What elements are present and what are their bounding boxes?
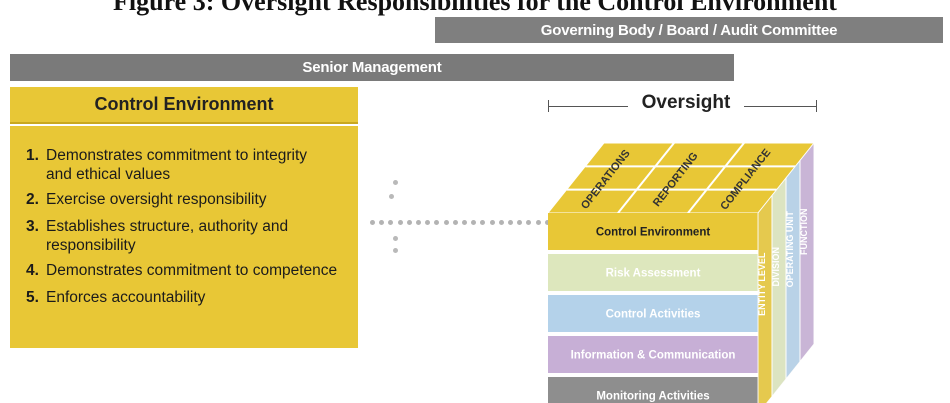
principle-line: Enforces accountability [46, 289, 206, 306]
connector-dot [397, 220, 403, 225]
principle-text: Demonstrates commitment to integrity and … [46, 146, 307, 184]
cube-row-label: Control Environment [596, 227, 711, 239]
cube-row-monitoring-activities [548, 377, 758, 403]
connector-dot [393, 236, 398, 241]
principle-text: Demonstrates commitment to competence [46, 261, 337, 280]
control-environment-header: Control Environment [10, 87, 358, 124]
figure-title: Figure 3: Oversight Responsibilities for… [113, 0, 837, 16]
connector-dot [508, 220, 513, 225]
principle-text: Exercise oversight responsibility [46, 190, 267, 209]
cube-row-label: Risk Assessment [606, 268, 701, 280]
cube-side-label: OPERATING UNIT [785, 211, 795, 288]
connector-dot [535, 220, 541, 225]
cube-side-label: FUNCTION [799, 209, 809, 256]
principle-number: 2. [26, 191, 39, 208]
connector-dots [360, 180, 560, 260]
cube-row-label: Monitoring Activities [596, 391, 709, 403]
oversight-left-line [548, 106, 628, 107]
cube-row-information-communication [548, 336, 758, 373]
connector-dot [489, 220, 495, 225]
cube-row-label: Control Activities [606, 309, 701, 321]
control-environment-principles-box: 1. Demonstrates commitment to integrity an… [10, 126, 358, 348]
governing-body-bar: Governing Body / Board / Audit Committee [435, 17, 943, 43]
principle-line: Demonstrates commitment to competence [46, 262, 338, 279]
cube-side-label: DIVISION [771, 247, 781, 287]
connector-dot [443, 220, 449, 225]
cube-row-risk-assessment [548, 254, 758, 291]
cube-row-label: Information & Communication [571, 350, 736, 362]
connector-dot [370, 220, 375, 225]
cube-top-column-divider [687, 142, 745, 214]
cube-row-control-activities [548, 295, 758, 332]
principle-line: Demonstrates commitment to integrity [46, 147, 308, 164]
cube-row-control-environment [548, 213, 758, 250]
connector-dot [393, 180, 398, 185]
cube-side-slice [799, 141, 815, 363]
principle-line: Establishes structure, authority and [46, 218, 289, 235]
connector-dot [389, 194, 394, 199]
connector-dot [498, 220, 504, 225]
principle-text: Enforces accountability [46, 288, 205, 307]
principle-line: and ethical values [46, 166, 171, 183]
principles-list: 1. Demonstrates commitment to integrity an… [26, 146, 352, 315]
oversight-label: Oversight [641, 92, 731, 113]
connector-dot [544, 220, 550, 225]
principle-item: 3. Establishes structure, authority and re… [26, 217, 352, 255]
connector-dot [471, 220, 477, 225]
principle-number: 3. [26, 218, 39, 235]
connector-dot [379, 220, 385, 225]
connector-dot [388, 220, 394, 225]
principle-item: 5. Enforces accountability [26, 288, 352, 307]
principle-line: Exercise oversight responsibility [46, 191, 267, 208]
connector-dot [406, 220, 412, 225]
connector-dot [480, 220, 486, 225]
connector-dot [462, 220, 467, 225]
oversight-indicator: Oversight [548, 90, 818, 120]
principle-item: 1. Demonstrates commitment to integrity an… [26, 146, 352, 184]
connector-dot [517, 220, 523, 225]
oversight-right-tick [816, 100, 817, 112]
connector-dot [434, 220, 440, 225]
principle-item: 4. Demonstrates commitment to competence [26, 261, 352, 280]
principle-number: 5. [26, 289, 39, 306]
connector-dot [526, 220, 532, 225]
oversight-right-line [744, 106, 816, 107]
cube-top-column-divider [617, 142, 675, 214]
connector-dot [416, 220, 421, 225]
connector-dot [393, 248, 398, 253]
connector-dot [452, 220, 458, 225]
connector-dot [425, 220, 431, 225]
principle-line: responsibility [46, 237, 136, 254]
principle-number: 1. [26, 147, 39, 164]
principle-text: Establishes structure, authority and resp… [46, 217, 288, 255]
senior-management-bar: Senior Management [10, 54, 734, 81]
principle-item: 2. Exercise oversight responsibility [26, 190, 352, 209]
principle-number: 4. [26, 262, 39, 279]
cube-side-label: ENTITY LEVEL [757, 252, 767, 316]
